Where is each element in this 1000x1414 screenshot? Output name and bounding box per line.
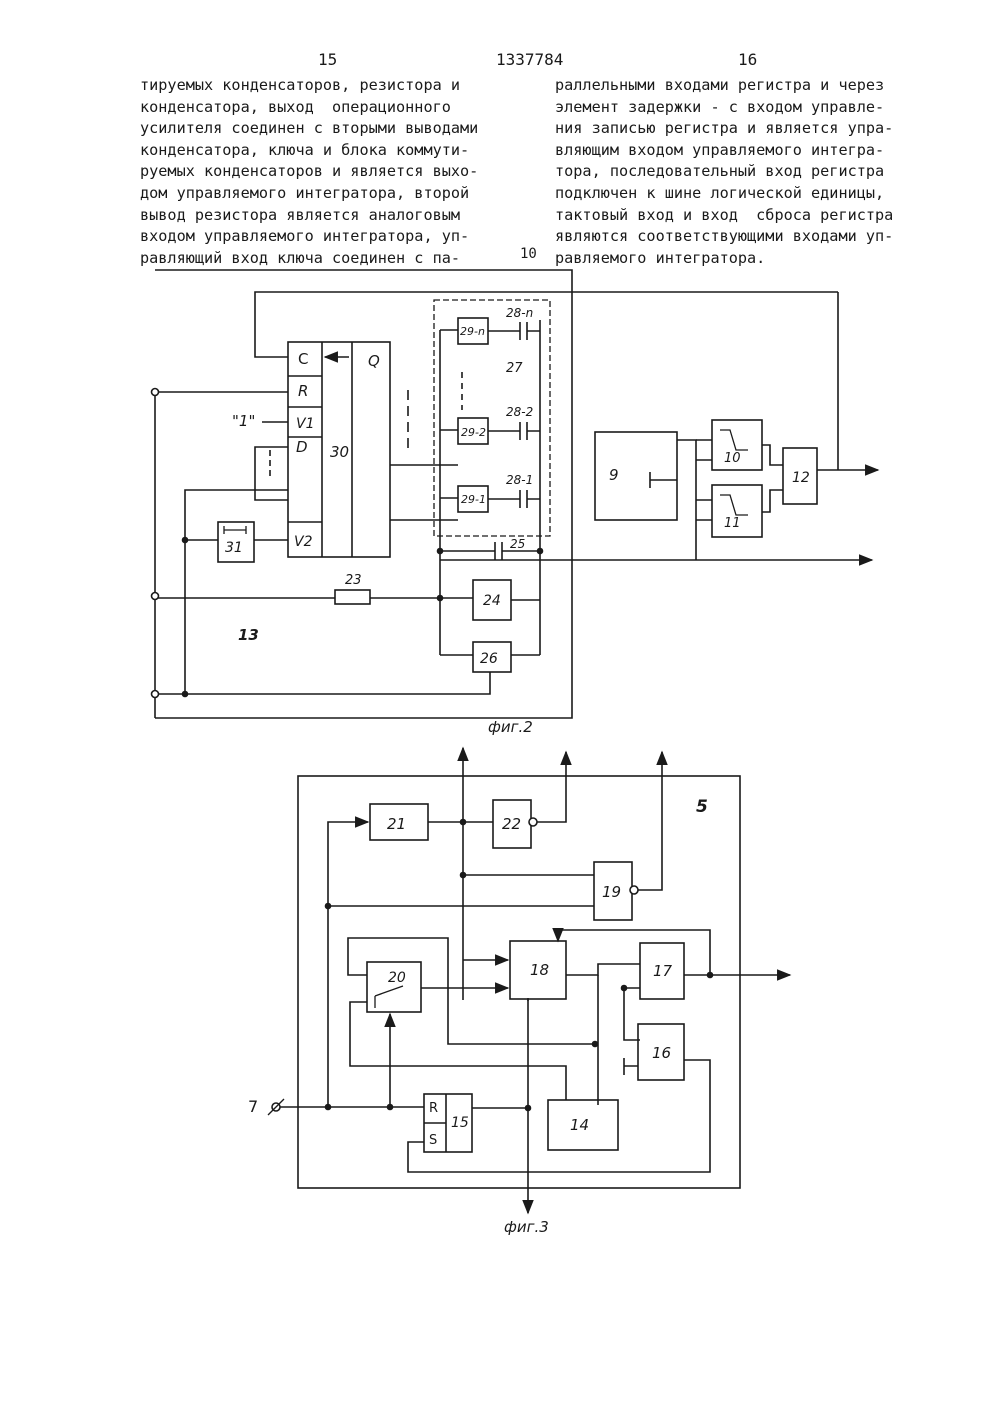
label-30: 30: [330, 443, 349, 461]
label-16: 16: [652, 1044, 671, 1062]
label-23: 23: [345, 573, 362, 588]
pin-q: Q: [368, 352, 380, 370]
label-17: 17: [653, 962, 673, 980]
label-21: 21: [387, 815, 406, 833]
figure-2-labels: C R V1 D V2 Q 30 "1" 31 29-n 29-2 29-1 2…: [225, 306, 810, 736]
block-9: [595, 432, 677, 520]
figure-2: [152, 270, 879, 718]
label-15: 15: [451, 1115, 469, 1131]
label-28-n: 28-n: [506, 306, 533, 320]
label-12: 12: [792, 470, 810, 486]
label-26: 26: [480, 651, 498, 667]
label-27: 27: [506, 361, 523, 376]
figure-3: [268, 748, 790, 1213]
resistor-23: [335, 590, 370, 604]
label-5: 5: [696, 797, 708, 817]
label-29-2: 29-2: [461, 426, 486, 439]
block-5-border: [298, 776, 740, 1188]
label-31: 31: [225, 540, 243, 556]
pin-d: D: [296, 438, 308, 456]
label-11: 11: [724, 516, 741, 531]
label-25: 25: [510, 537, 525, 551]
label-18: 18: [530, 961, 549, 979]
pin-c: C: [298, 350, 308, 368]
label-13: 13: [238, 626, 259, 644]
figure-2-caption: фиг.2: [488, 718, 533, 736]
figure-3-labels: 5 21 22 19 18 20 17 16 15 14 R S 7 фиг.3: [248, 797, 708, 1236]
label-29-1: 29-1: [461, 493, 486, 506]
label-9: 9: [609, 466, 619, 484]
pin-v1: V1: [296, 416, 314, 432]
figure-3-caption: фиг.3: [504, 1218, 549, 1236]
label-29-n: 29-n: [460, 325, 485, 338]
label-28-1: 28-1: [506, 473, 533, 487]
label-14: 14: [570, 1116, 589, 1134]
pin-r-15: R: [429, 1101, 438, 1116]
pin-s-15: S: [429, 1133, 437, 1148]
label-22: 22: [502, 815, 521, 833]
label-10: 10: [724, 451, 741, 466]
block-13-border: [155, 270, 572, 718]
label-28-2: 28-2: [506, 405, 533, 419]
label-24: 24: [483, 593, 501, 609]
label-20: 20: [388, 970, 406, 986]
label-7: 7: [248, 1097, 258, 1116]
label-19: 19: [602, 883, 621, 901]
pin-r: R: [298, 382, 308, 400]
label-logic-one: "1": [232, 412, 255, 430]
pin-v2: V2: [294, 534, 313, 550]
